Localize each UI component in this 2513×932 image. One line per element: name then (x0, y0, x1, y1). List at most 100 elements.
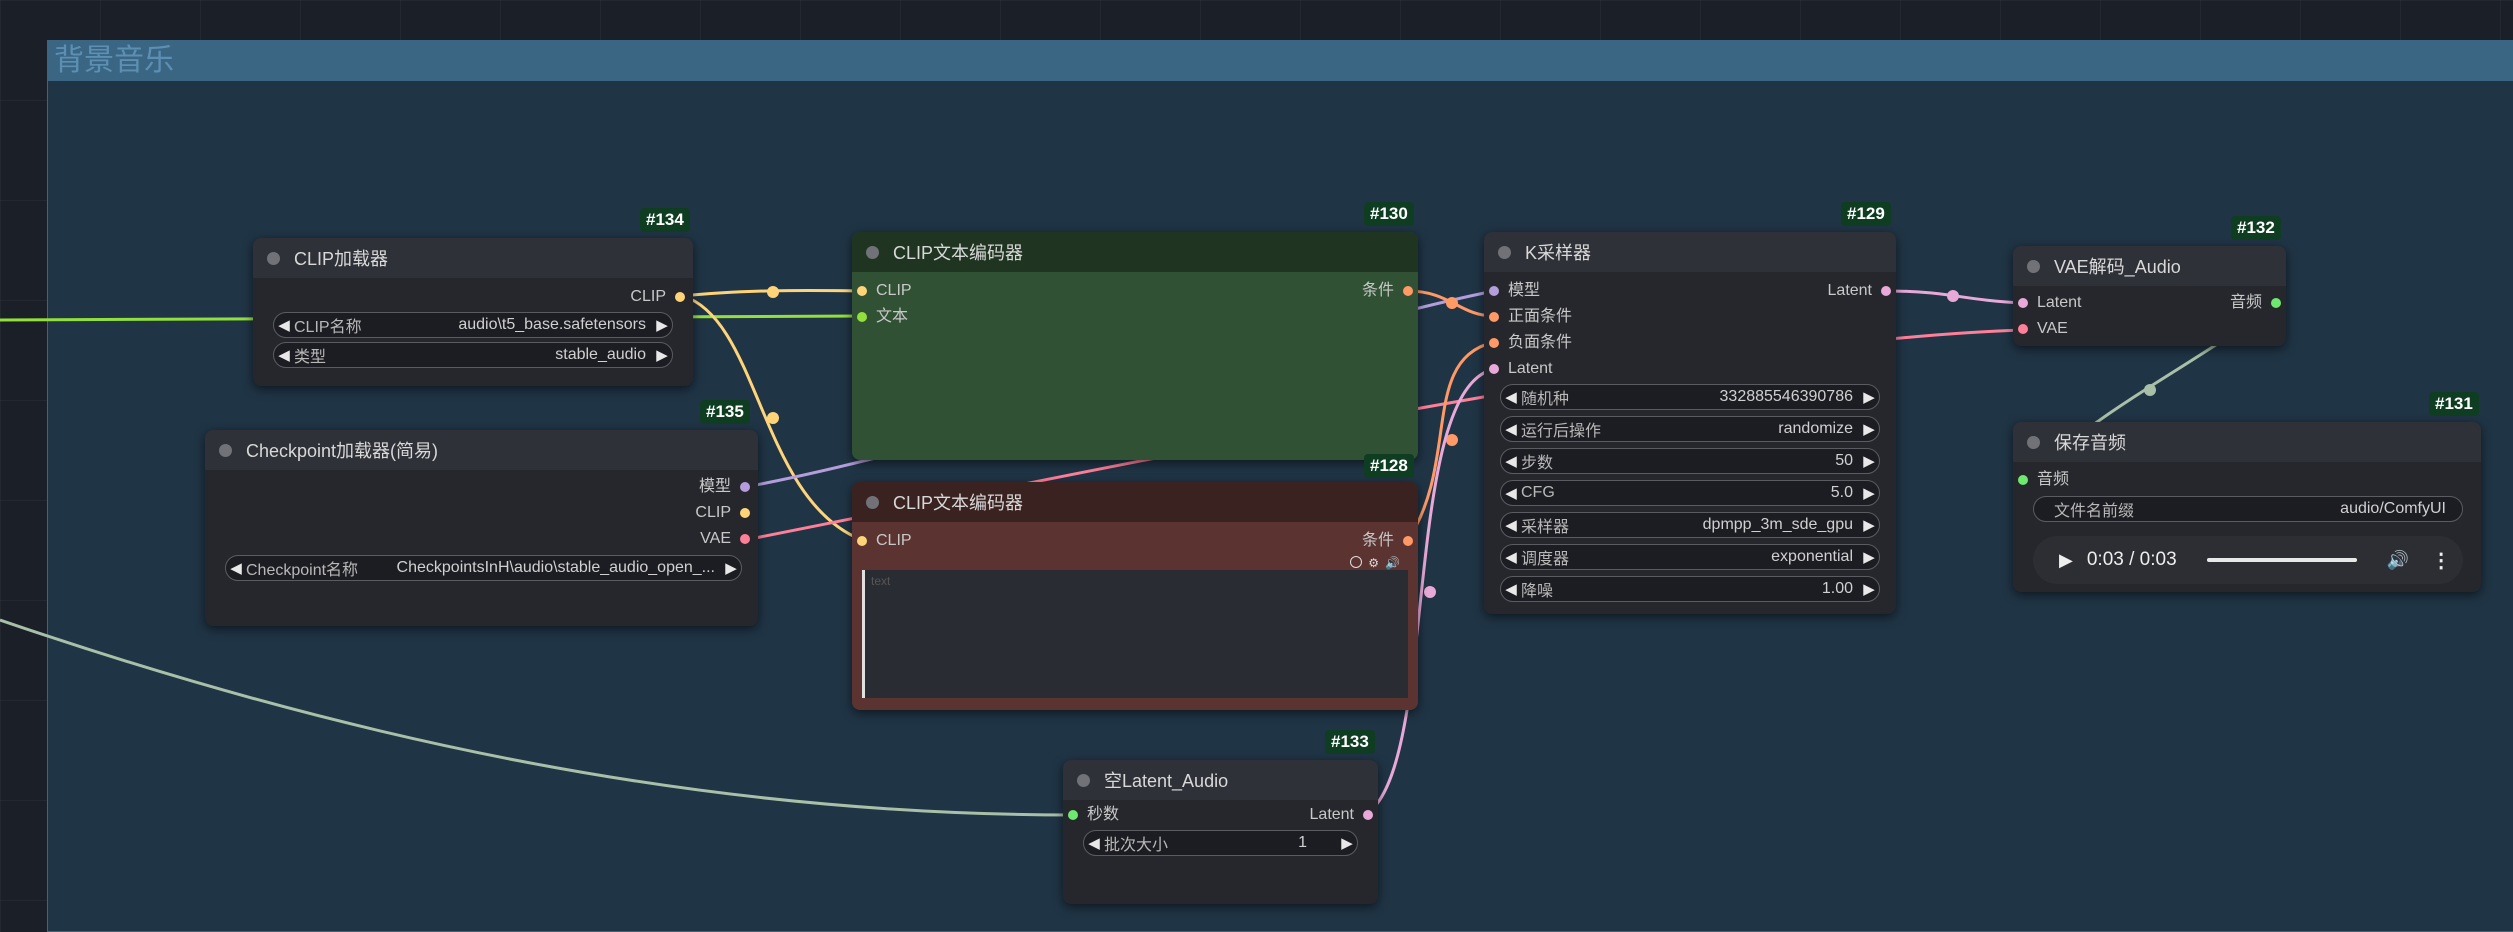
port-dot-icon[interactable] (2018, 475, 2028, 485)
collapse-dot-icon[interactable] (2027, 259, 2040, 273)
arrow-right-icon[interactable]: ▶ (1863, 517, 1875, 534)
input-vae[interactable]: VAE (2018, 316, 2068, 342)
port-dot-icon[interactable] (1403, 286, 1413, 296)
port-dot-icon[interactable] (2271, 298, 2281, 308)
speaker-icon[interactable]: 🔊 (1385, 556, 1400, 570)
input-model[interactable]: 模型 (1489, 278, 1540, 304)
port-dot-icon[interactable] (1489, 286, 1499, 296)
output-vae[interactable]: VAE (700, 526, 750, 552)
output-model[interactable]: 模型 (699, 474, 750, 500)
arrow-right-icon[interactable]: ▶ (1863, 453, 1875, 470)
volume-icon[interactable]: 🔊 (2386, 549, 2410, 570)
arrow-left-icon[interactable]: ◀ (278, 347, 290, 364)
arrow-left-icon[interactable]: ◀ (1505, 581, 1517, 598)
collapse-dot-icon[interactable] (1498, 245, 1511, 259)
play-icon[interactable]: ▶ (2059, 549, 2073, 570)
arrow-right-icon[interactable]: ▶ (656, 347, 668, 364)
input-audio[interactable]: 音频 (2018, 467, 2069, 493)
node-header[interactable]: CLIP文本编码器 (852, 482, 1418, 522)
port-dot-icon[interactable] (740, 482, 750, 492)
node-vae-decode-audio[interactable]: #132 VAE解码_Audio Latent VAE 音频 (2013, 216, 2286, 346)
port-dot-icon[interactable] (1403, 536, 1413, 546)
collapse-dot-icon[interactable] (866, 495, 879, 509)
node-header[interactable]: CLIP加载器 (253, 238, 693, 278)
input-positive[interactable]: 正面条件 (1489, 304, 1572, 330)
widget-clip-name[interactable]: ◀ CLIP名称 audio\t5_base.safetensors ▶ (273, 312, 673, 338)
port-dot-icon[interactable] (1881, 286, 1891, 296)
arrow-right-icon[interactable]: ▶ (656, 317, 668, 334)
arrow-left-icon[interactable]: ◀ (1505, 517, 1517, 534)
arrow-right-icon[interactable]: ▶ (1863, 485, 1875, 502)
widget-batch-size[interactable]: ◀ 批次大小 1 ▶ (1083, 830, 1358, 856)
collapse-dot-icon[interactable] (2027, 435, 2040, 449)
node-empty-latent-audio[interactable]: #133 空Latent_Audio 秒数 Latent ◀ 批次大小 1 ▶ (1063, 730, 1378, 904)
arrow-right-icon[interactable]: ▶ (725, 560, 737, 577)
node-save-audio[interactable]: #131 保存音频 音频 文件名前缀 audio/ComfyUI ▶ 0:03 … (2013, 392, 2481, 592)
port-dot-icon[interactable] (857, 536, 867, 546)
output-latent[interactable]: Latent (1310, 802, 1373, 828)
port-dot-icon[interactable] (740, 534, 750, 544)
port-dot-icon[interactable] (2018, 324, 2028, 334)
input-seconds[interactable]: 秒数 (1068, 802, 1119, 828)
node-header[interactable]: CLIP文本编码器 (852, 232, 1418, 272)
arrow-left-icon[interactable]: ◀ (1505, 549, 1517, 566)
group-title[interactable]: 背景音乐 (48, 41, 2513, 81)
input-latent[interactable]: Latent (1489, 356, 1552, 382)
node-header[interactable]: Checkpoint加载器(简易) (205, 430, 758, 470)
output-clip[interactable]: CLIP (695, 500, 750, 526)
arrow-right-icon[interactable]: ▶ (1341, 835, 1353, 852)
arrow-left-icon[interactable]: ◀ (278, 317, 290, 334)
node-header[interactable]: 保存音频 (2013, 422, 2481, 462)
arrow-left-icon[interactable]: ◀ (1505, 389, 1517, 406)
port-dot-icon[interactable] (857, 312, 867, 322)
arrow-right-icon[interactable]: ▶ (1863, 549, 1875, 566)
port-dot-icon[interactable] (1363, 810, 1373, 820)
output-conditioning[interactable]: 条件 (1362, 528, 1413, 554)
output-latent[interactable]: Latent (1828, 278, 1891, 304)
arrow-left-icon[interactable]: ◀ (1088, 835, 1100, 852)
arrow-right-icon[interactable]: ▶ (1863, 421, 1875, 438)
output-conditioning[interactable]: 条件 (1362, 278, 1413, 304)
node-header[interactable]: K采样器 (1484, 232, 1896, 272)
collapse-dot-icon[interactable] (1077, 773, 1090, 787)
arrow-right-icon[interactable]: ▶ (1863, 389, 1875, 406)
widget-filename-prefix[interactable]: 文件名前缀 audio/ComfyUI (2033, 496, 2463, 522)
collapse-dot-icon[interactable] (267, 251, 280, 265)
port-dot-icon[interactable] (1489, 312, 1499, 322)
audio-player[interactable]: ▶ 0:03 / 0:03 🔊 ⋮ (2033, 536, 2463, 584)
collapse-dot-icon[interactable] (219, 443, 232, 457)
widget-checkpoint-name[interactable]: ◀ Checkpoint名称 CheckpointsInH\audio\stab… (225, 555, 742, 581)
prompt-textarea[interactable]: text (862, 570, 1408, 698)
circle-icon[interactable] (1350, 556, 1363, 568)
audio-progress-track[interactable] (2206, 558, 2357, 562)
port-dot-icon[interactable] (1489, 338, 1499, 348)
more-options-icon[interactable]: ⋮ (2431, 549, 2452, 572)
output-clip[interactable]: CLIP (630, 284, 685, 310)
node-header[interactable]: VAE解码_Audio (2013, 246, 2286, 286)
port-dot-icon[interactable] (1068, 810, 1078, 820)
gear-icon[interactable]: ⚙ (1368, 556, 1380, 570)
node-header[interactable]: 空Latent_Audio (1063, 760, 1378, 800)
arrow-left-icon[interactable]: ◀ (1505, 421, 1517, 438)
widget-type[interactable]: ◀ 类型 stable_audio ▶ (273, 342, 673, 368)
port-dot-icon[interactable] (2018, 298, 2028, 308)
arrow-left-icon[interactable]: ◀ (1505, 485, 1517, 502)
arrow-left-icon[interactable]: ◀ (1505, 453, 1517, 470)
arrow-right-icon[interactable]: ▶ (1863, 581, 1875, 598)
input-clip[interactable]: CLIP (857, 278, 912, 304)
output-audio[interactable]: 音频 (2230, 290, 2281, 316)
input-text[interactable]: 文本 (857, 304, 908, 330)
node-clip-text-positive[interactable]: #130 CLIP文本编码器 CLIP 文本 条件 (852, 202, 1418, 460)
port-dot-icon[interactable] (1489, 364, 1499, 374)
node-clip-text-negative[interactable]: #128 CLIP文本编码器 CLIP 条件 ⚙ 🔊 text (852, 454, 1418, 710)
port-dot-icon[interactable] (857, 286, 867, 296)
node-clip-loader[interactable]: #134 CLIP加载器 CLIP ◀ CLIP名称 audio\t5_base… (253, 208, 693, 386)
node-checkpoint-loader[interactable]: #135 Checkpoint加载器(简易) 模型 CLIP VAE ◀ Che… (205, 400, 758, 626)
